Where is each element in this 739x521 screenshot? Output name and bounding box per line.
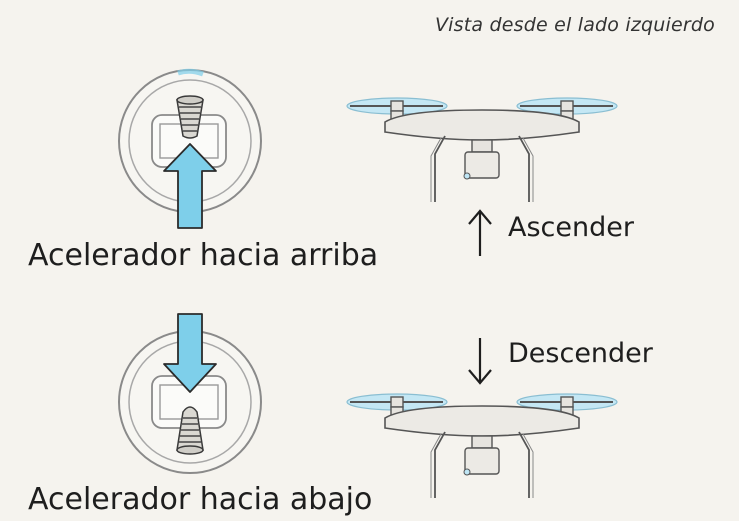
- joystick-stick-icon: [176, 95, 204, 139]
- joystick-down-diagram: [118, 313, 262, 474]
- descend-arrow-icon: [468, 338, 492, 385]
- drone-ascend-diagram: [346, 97, 618, 202]
- ascend-arrow-icon: [468, 209, 492, 256]
- arrow-down-icon: [163, 313, 217, 393]
- propeller-left-icon: [346, 393, 448, 411]
- ascend-label: Ascender: [508, 212, 634, 243]
- descend-label: Descender: [508, 338, 653, 369]
- view-caption: Vista desde el lado izquierdo: [434, 14, 715, 36]
- drone-descend-diagram: [346, 393, 618, 498]
- joystick-stick-icon: [176, 406, 204, 455]
- throttle-down-label: Acelerador hacia abajo: [28, 482, 373, 517]
- propeller-right-icon: [516, 393, 618, 411]
- propeller-left-icon: [346, 97, 448, 115]
- joystick-up-diagram: [118, 68, 262, 229]
- throttle-up-label: Acelerador hacia arriba: [28, 238, 379, 273]
- arrow-up-icon: [163, 143, 217, 229]
